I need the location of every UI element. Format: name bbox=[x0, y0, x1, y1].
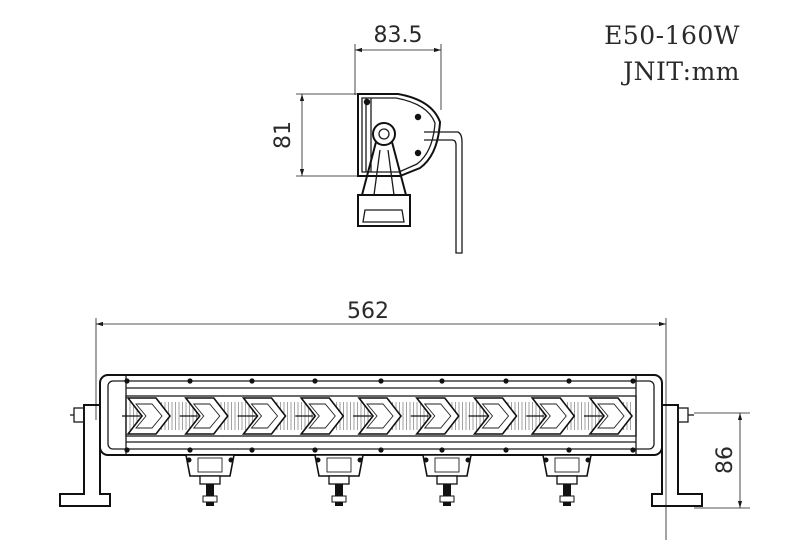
screw bbox=[312, 378, 318, 384]
mounting-foot bbox=[422, 454, 472, 506]
mounting-feet bbox=[185, 454, 592, 506]
led-chevron bbox=[122, 397, 172, 435]
led-chevron bbox=[295, 397, 345, 435]
mounting-foot bbox=[314, 454, 364, 506]
screw bbox=[630, 447, 636, 453]
screw bbox=[249, 447, 255, 453]
led-chevron bbox=[584, 397, 634, 435]
mounting-foot bbox=[185, 454, 235, 506]
led-chevron bbox=[237, 397, 287, 435]
height-dimension-label: 81 bbox=[271, 121, 296, 149]
screw bbox=[439, 447, 445, 453]
screw bbox=[249, 378, 255, 384]
led-chevron bbox=[353, 397, 403, 435]
screw bbox=[187, 447, 193, 453]
side-view: 83.5 81 bbox=[271, 23, 463, 254]
led-chevrons bbox=[122, 397, 634, 435]
led-chevron bbox=[468, 397, 518, 435]
led-chevron bbox=[179, 397, 229, 435]
screw bbox=[503, 378, 509, 384]
screw bbox=[187, 378, 193, 384]
screw bbox=[439, 378, 445, 384]
led-chevron bbox=[526, 397, 576, 435]
screw bbox=[124, 447, 130, 453]
screw bbox=[312, 447, 318, 453]
screw bbox=[630, 378, 636, 384]
led-chevron bbox=[410, 397, 460, 435]
width-dimension-label: 83.5 bbox=[374, 23, 423, 48]
front-view: 562 86 bbox=[59, 299, 750, 540]
screw bbox=[378, 378, 384, 384]
housing-screws bbox=[124, 378, 636, 453]
screw bbox=[124, 378, 130, 384]
model-label: E50-160W bbox=[604, 21, 740, 50]
screw bbox=[503, 447, 509, 453]
unit-label: JNIT:mm bbox=[620, 57, 740, 86]
screw bbox=[566, 378, 572, 384]
bracket-height-label: 86 bbox=[713, 446, 738, 474]
length-dimension-label: 562 bbox=[347, 299, 389, 324]
mounting-foot bbox=[542, 454, 592, 506]
screw bbox=[566, 447, 572, 453]
screw bbox=[378, 447, 384, 453]
